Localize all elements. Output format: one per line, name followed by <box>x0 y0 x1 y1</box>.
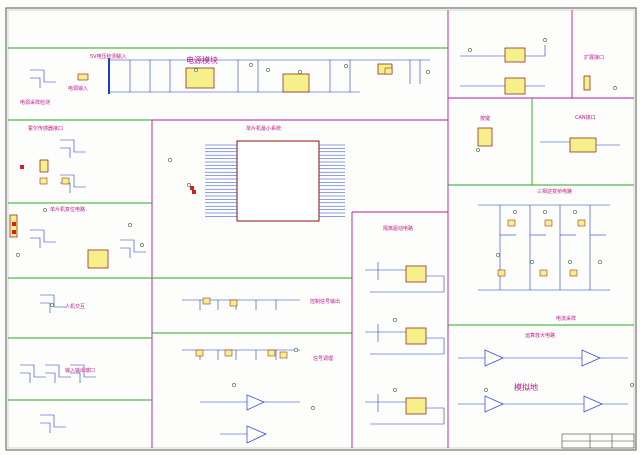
wire-network <box>20 45 628 435</box>
label-isolation: 隔离驱动电路 <box>383 225 413 232</box>
label-power-sense: 电源采样检测 <box>20 99 50 106</box>
module-ics <box>9 47 597 415</box>
label-power-input: 电源输入 <box>68 85 88 92</box>
label-reset: 单片机复位电路 <box>50 206 85 213</box>
label-mcu-system: 单片机最小系统 <box>246 125 281 132</box>
label-control-out: 控制信号输出 <box>310 298 340 305</box>
label-io-port: 输入输出端口 <box>65 367 95 374</box>
label-hall-sensor: 霍尔传感器接口 <box>28 125 63 132</box>
label-analog-ground: 模拟地 <box>514 382 538 392</box>
label-keys: 按键 <box>480 115 490 122</box>
power-module-title: 电源模块 <box>186 55 218 65</box>
label-conditioning: 信号调理 <box>313 355 333 362</box>
power-module <box>77 58 430 94</box>
op-amps <box>246 349 603 444</box>
inner-frame <box>7 9 635 449</box>
component-symbols <box>12 38 634 410</box>
label-hmi: 人机交互 <box>65 303 85 310</box>
outer-frame <box>5 7 637 451</box>
label-current-sense: 电流采样 <box>556 315 576 322</box>
mcu-chip <box>205 140 345 222</box>
region-borders <box>8 10 634 448</box>
label-5v-detect: 5V电压检测输入 <box>90 53 127 60</box>
label-opamp: 运算放大电路 <box>525 332 555 339</box>
title-block <box>561 433 635 449</box>
label-expansion: 扩展接口 <box>584 54 604 61</box>
label-inverter: 三相逆变桥电路 <box>537 188 572 195</box>
label-can: CAN接口 <box>575 114 596 121</box>
